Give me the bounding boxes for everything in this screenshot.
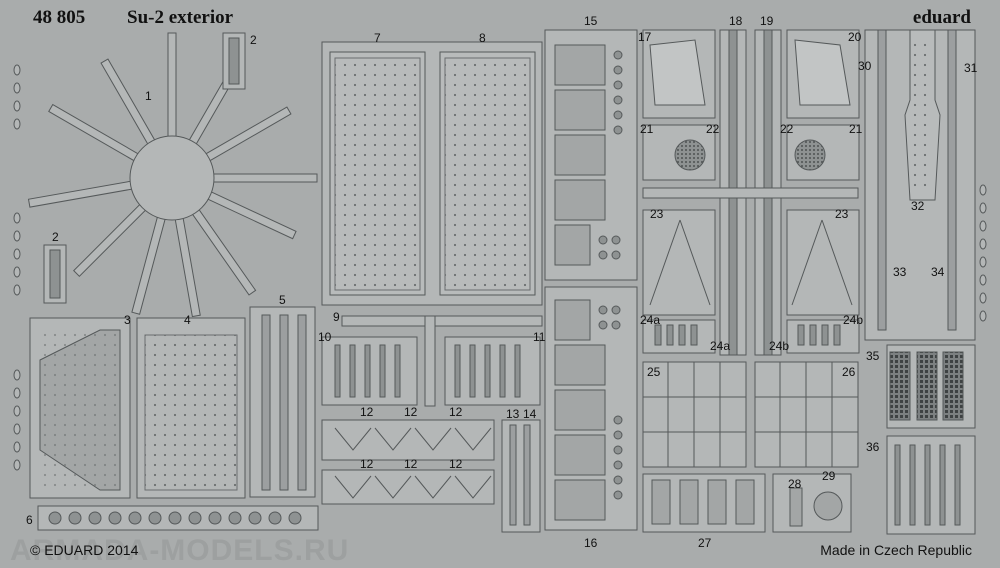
- part-number: 35: [866, 349, 880, 363]
- part-number: 15: [584, 14, 598, 28]
- copyright-text: © EDUARD 2014: [30, 542, 139, 558]
- part-number: 3: [124, 313, 131, 327]
- part-number: 24a: [640, 313, 661, 327]
- part-number: 22: [780, 122, 794, 136]
- part-number: 32: [911, 199, 925, 213]
- part-number: 4: [184, 313, 191, 327]
- part-number: 21: [640, 122, 654, 136]
- part-number: 2: [250, 33, 257, 47]
- part-number: 13: [506, 407, 520, 421]
- part-number: 12: [449, 457, 463, 471]
- part-number: 10: [318, 330, 332, 344]
- part-number: 11: [533, 330, 546, 344]
- part-number: 23: [835, 207, 849, 221]
- part-number: 22: [706, 122, 720, 136]
- part-number: 27: [698, 536, 712, 550]
- part-number: 7: [374, 31, 381, 45]
- part-number: 16: [584, 536, 598, 550]
- part-number: 14: [523, 407, 537, 421]
- part-number: 20: [848, 30, 862, 44]
- part-number: 18: [729, 14, 743, 28]
- part-number: 9: [333, 310, 340, 324]
- part-number: 2: [52, 230, 59, 244]
- part-number: 25: [647, 365, 661, 379]
- part-number: 21: [849, 122, 863, 136]
- part-number: 24b: [769, 339, 790, 353]
- part-number: 28: [788, 477, 802, 491]
- part-number: 30: [858, 59, 872, 73]
- part-number: 26: [842, 365, 856, 379]
- part-number: 6: [26, 513, 33, 527]
- part-number: 31: [964, 61, 978, 75]
- part-number: 19: [760, 14, 774, 28]
- part-number: 24b: [843, 313, 864, 327]
- part-number: 36: [866, 440, 880, 454]
- brand-logo: eduard: [912, 7, 971, 28]
- part-number: 17: [638, 30, 652, 44]
- part-number: 24a: [710, 339, 731, 353]
- part-number: 34: [931, 265, 945, 279]
- part-number: 12: [404, 405, 418, 419]
- part-1-radial-frame: [27, 32, 318, 318]
- made-in-text: Made in Czech Republic: [820, 542, 972, 558]
- part-number: 23: [650, 207, 664, 221]
- kit-code: 48 805: [33, 7, 86, 28]
- part-number: 12: [360, 457, 374, 471]
- kit-title: Su-2 exterior: [127, 7, 234, 28]
- part-number: 29: [822, 469, 836, 483]
- part-number: 12: [449, 405, 463, 419]
- part-number: 12: [404, 457, 418, 471]
- part-number: 12: [360, 405, 374, 419]
- part-number: 1: [145, 89, 152, 103]
- part-number: 33: [893, 265, 907, 279]
- part-number: 5: [279, 293, 286, 307]
- part-number: 8: [479, 31, 486, 45]
